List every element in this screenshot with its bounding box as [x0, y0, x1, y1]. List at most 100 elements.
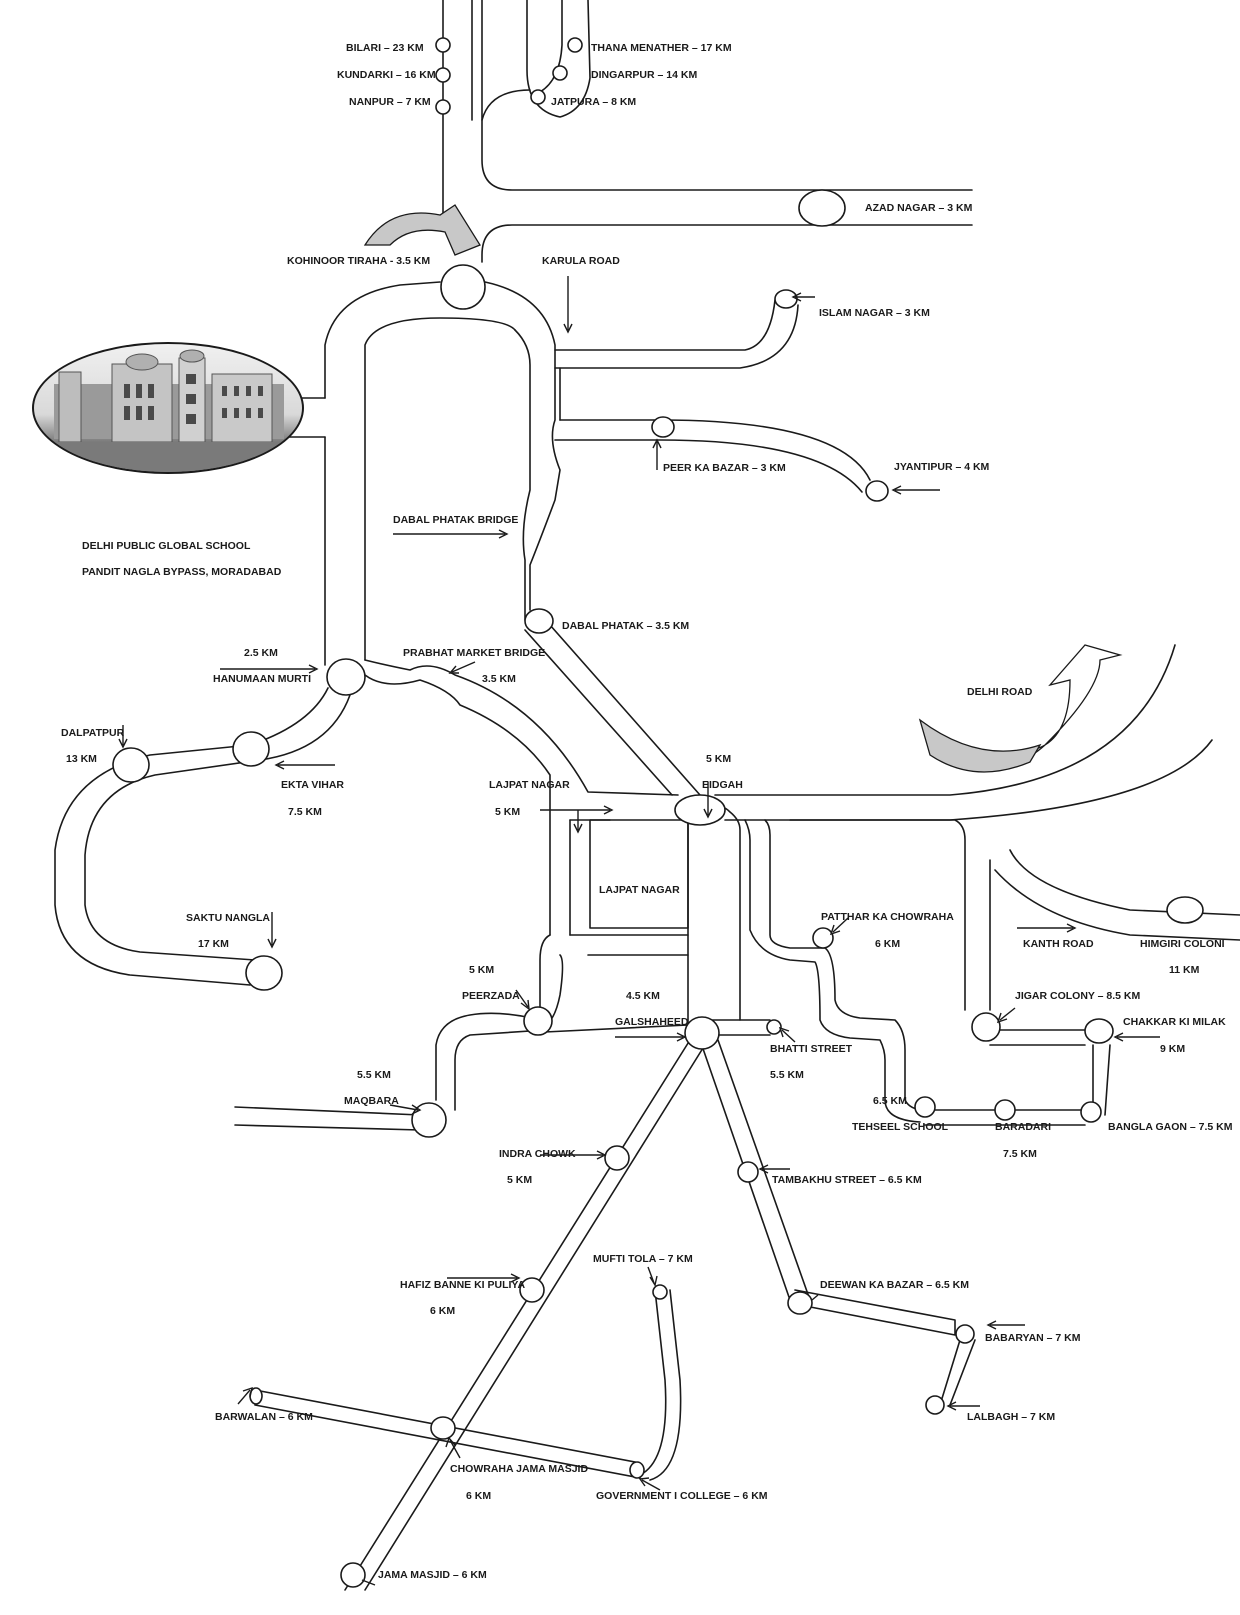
label-peerzada: PEERZADA: [462, 990, 520, 1002]
label-delhi-road: DELHI ROAD: [967, 686, 1033, 698]
school-photo: [32, 342, 304, 474]
node-jatpura: [530, 89, 546, 105]
node-peer-ka-bazar: [651, 416, 675, 438]
label-bilari: BILARI – 23 KM: [346, 42, 424, 54]
node-saktu-nangla: [245, 955, 283, 991]
node-nanpur: [435, 99, 451, 115]
node-dalpatpur: [112, 747, 150, 783]
west-roads: [54, 659, 679, 986]
kohinoor-turn-arrow-icon: [363, 204, 481, 256]
turn-arrows: [363, 204, 1123, 773]
label-galshaheed-distance: 4.5 KM: [626, 990, 660, 1002]
label-eidgah-distance: 5 KM: [706, 753, 732, 765]
label-dabal-phatak: DABAL PHATAK – 3.5 KM: [562, 620, 690, 632]
label-jama-masjid: JAMA MASJID – 6 KM: [378, 1569, 487, 1581]
east-branches: [554, 299, 871, 493]
label-peer-ka-bazar: PEER KA BAZAR – 3 KM: [663, 462, 786, 474]
label-chakkar-distance: 9 KM: [1160, 1043, 1186, 1055]
node-galshaheed: [684, 1016, 720, 1050]
node-himgiri-coloni: [1166, 896, 1204, 924]
label-babaryan: BABARYAN – 7 KM: [985, 1332, 1081, 1344]
north-roads: [442, 0, 973, 263]
node-bangla-gaon: [1080, 1101, 1102, 1123]
node-tambakhu-street: [737, 1161, 759, 1183]
node-dabal-phatak: [524, 608, 554, 634]
label-bhatti-distance: 5.5 KM: [770, 1069, 804, 1081]
node-lalbagh: [925, 1395, 945, 1415]
school-building-icon: [34, 349, 302, 472]
node-tehseel-school: [914, 1096, 936, 1118]
label-kohinoor-tiraha: KOHINOOR TIRAHA - 3.5 KM: [287, 255, 431, 267]
label-chowraha-distance: 6 KM: [466, 1490, 492, 1502]
node-thana-menather: [567, 37, 583, 53]
node-dingarpur: [552, 65, 568, 81]
label-lajpat-nagar-distance: 5 KM: [495, 806, 521, 818]
label-hafiz-distance: 6 KM: [430, 1305, 456, 1317]
label-lajpat-nagar-block: LAJPAT NAGAR: [599, 884, 680, 896]
label-dalpatpur-distance: 13 KM: [66, 753, 97, 765]
label-thana-menather: THANA MENATHER – 17 KM: [591, 42, 732, 54]
node-patthar-ka-chowraha: [812, 927, 834, 949]
node-government-college: [629, 1461, 645, 1479]
label-baradari-distance: 7.5 KM: [1003, 1148, 1037, 1160]
label-deewan-ka-bazar: DEEWAN KA BAZAR – 6.5 KM: [820, 1279, 969, 1291]
label-karula-road: KARULA ROAD: [542, 255, 620, 267]
label-ekta-vihar: EKTA VIHAR: [281, 779, 344, 791]
label-chowraha-jama-masjid: CHOWRAHA JAMA MASJID: [450, 1463, 589, 1475]
dabal-phatak-road: [524, 624, 701, 796]
label-maqbara: MAQBARA: [344, 1095, 399, 1107]
label-eidgah: EIDGAH: [702, 779, 743, 791]
node-kohinoor-tiraha: [440, 264, 486, 310]
nodes: [112, 37, 1204, 1588]
label-tambakhu-street: TAMBAKHU STREET – 6.5 KM: [772, 1174, 922, 1186]
label-bangla-gaon: BANGLA GAON – 7.5 KM: [1108, 1121, 1233, 1133]
node-babaryan: [955, 1324, 975, 1344]
label-hafiz-banne-ki-puliya: HAFIZ BANNE KI PULIYA: [400, 1279, 526, 1291]
label-kanth-road: KANTH ROAD: [1023, 938, 1094, 950]
label-jatpura: JATPURA – 8 KM: [551, 96, 637, 108]
south-diagonals: [254, 1039, 976, 1591]
node-maqbara: [411, 1102, 447, 1138]
label-dabal-phatak-bridge: DABAL PHATAK BRIDGE: [393, 514, 519, 526]
label-chakkar-ki-milak: CHAKKAR KI MILAK: [1123, 1016, 1226, 1028]
label-islam-nagar: ISLAM NAGAR – 3 KM: [819, 307, 930, 319]
label-mufti-tola: MUFTI TOLA – 7 KM: [593, 1253, 693, 1265]
node-hanumaan-murti: [326, 658, 366, 696]
label-saktu-nangla-distance: 17 KM: [198, 938, 229, 950]
node-chakkar-ki-milak: [1084, 1018, 1114, 1044]
label-barwalan: BARWALAN – 6 KM: [215, 1411, 313, 1423]
label-patthar-ka-chowraha: PATTHAR KA CHOWRAHA: [821, 911, 954, 923]
label-indra-distance: 5 KM: [507, 1174, 533, 1186]
label-prabhat-distance: 3.5 KM: [482, 673, 516, 685]
node-mufti-tola: [652, 1284, 668, 1300]
label-galshaheed: GALSHAHEED: [615, 1016, 689, 1028]
node-azad-nagar: [798, 189, 846, 227]
label-himgiri-coloni: HIMGIRI COLONI: [1140, 938, 1225, 950]
central-loop: [284, 281, 561, 666]
node-deewan-ka-bazar: [787, 1291, 813, 1315]
node-indra-chowk: [604, 1145, 630, 1171]
node-eidgah: [674, 794, 726, 826]
label-government-college: GOVERNMENT I COLLEGE – 6 KM: [596, 1490, 768, 1502]
node-hafiz-banne: [519, 1277, 545, 1303]
pointer-arrows: [118, 276, 1160, 1586]
label-himgiri-distance: 11 KM: [1169, 964, 1200, 976]
label-tehseel-school: TEHSEEL SCHOOL: [852, 1121, 949, 1133]
delhi-road: [714, 644, 1213, 821]
node-islam-nagar: [774, 289, 798, 309]
node-bhatti-street: [766, 1019, 782, 1035]
label-dalpatpur: DALPATPUR: [61, 727, 125, 739]
label-bhatti-street: BHATTI STREET: [770, 1043, 853, 1055]
label-kundarki: KUNDARKI – 16 KM: [337, 69, 436, 81]
node-chowraha-jama-masjid: [430, 1416, 456, 1440]
label-baradari: BARADARI: [995, 1121, 1051, 1133]
school-name: DELHI PUBLIC GLOBAL SCHOOL: [82, 540, 251, 552]
label-maqbara-distance: 5.5 KM: [357, 1069, 391, 1081]
south-central: [234, 806, 771, 1131]
node-kundarki: [435, 67, 451, 83]
label-lajpat-nagar: LAJPAT NAGAR: [489, 779, 570, 791]
label-indra-chowk: INDRA CHOWK: [499, 1148, 576, 1160]
label-hanumaan-distance: 2.5 KM: [244, 647, 278, 659]
